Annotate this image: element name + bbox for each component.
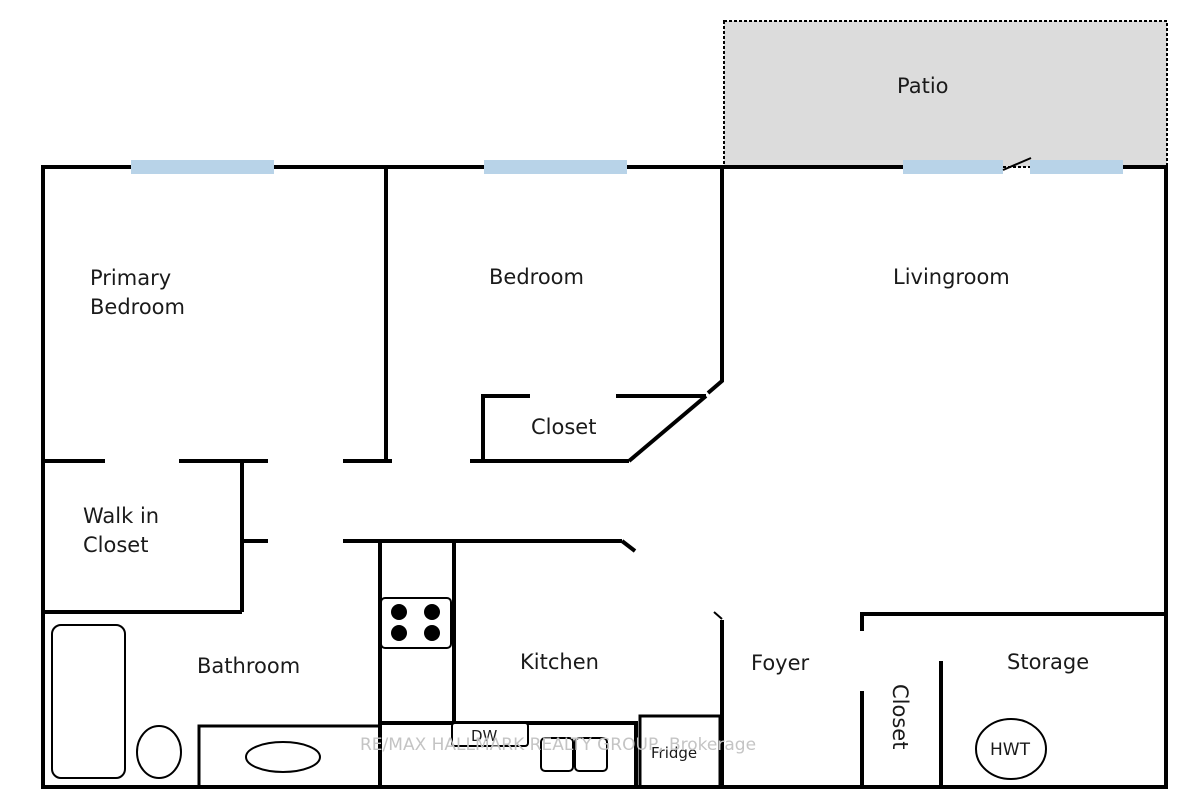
label-patio: Patio	[897, 74, 949, 98]
wall-foyer-left-stub	[713, 611, 723, 620]
kitchen-sink-right	[574, 737, 608, 772]
label-foyer-closet: Closet	[888, 684, 912, 749]
wall-storage-top	[860, 612, 1166, 631]
dishwasher	[451, 722, 529, 747]
bathroom-sink	[245, 741, 321, 773]
patio-door-swing	[1002, 157, 1032, 171]
label-livingroom: Livingroom	[893, 265, 1010, 289]
window-primary-bedroom	[131, 160, 274, 174]
wall-kitchen-top-diagonal	[620, 539, 637, 553]
window-livingroom-right	[1030, 160, 1123, 174]
label-fridge: Fridge	[651, 744, 697, 762]
label-bedroom: Bedroom	[489, 265, 584, 289]
label-primary-bedroom-2: Bedroom	[90, 295, 185, 319]
outer-wall-top	[41, 165, 1168, 789]
vanity	[197, 724, 382, 789]
label-dishwasher: DW	[471, 727, 498, 745]
wall-bedroom-closet	[481, 394, 530, 461]
patio-area	[723, 20, 1168, 168]
window-livingroom-left	[903, 160, 1003, 174]
stove	[380, 597, 452, 649]
label-foyer: Foyer	[751, 651, 810, 675]
label-kitchen: Kitchen	[520, 650, 599, 674]
label-bedroom-closet: Closet	[531, 415, 596, 439]
toilet	[136, 725, 182, 779]
stove-burner-4	[424, 625, 440, 641]
stove-burner-3	[391, 625, 407, 641]
wall-bedroom-right	[706, 167, 724, 395]
stove-burner-1	[391, 604, 407, 620]
hot-water-tank	[975, 718, 1047, 780]
stove-burner-2	[424, 604, 440, 620]
label-walk-in-closet-2: Closet	[83, 533, 148, 557]
label-storage: Storage	[1007, 650, 1089, 674]
watermark: RE/MAX HALLMARK REALTY GROUP, Brokerage	[360, 735, 756, 755]
kitchen-sink-left	[540, 737, 574, 772]
wall-bedroom-closet-diagonal	[627, 394, 708, 463]
label-primary-bedroom-1: Primary	[90, 266, 171, 290]
label-bathroom: Bathroom	[197, 654, 300, 678]
label-hot-water-tank: HWT	[990, 740, 1031, 760]
window-bedroom	[484, 160, 627, 174]
label-walk-in-closet-1: Walk in	[83, 504, 159, 528]
bathtub	[51, 624, 126, 779]
